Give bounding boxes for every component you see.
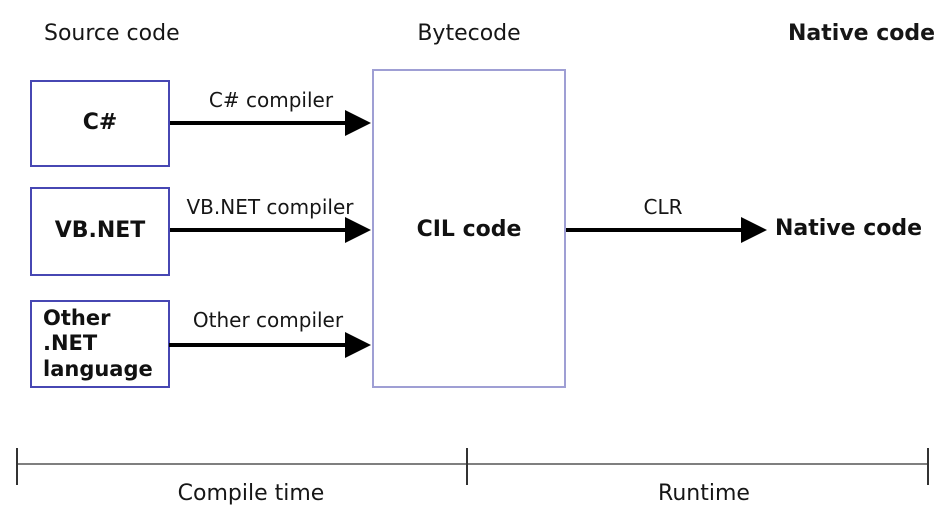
vbnet-compiler-arrow [170, 217, 371, 243]
vbnet-box-label: VB.NET [54, 218, 146, 244]
clr-label: CLR [643, 195, 683, 219]
csharp-compiler-label: C# compiler [208, 88, 334, 112]
other-compiler-arrow [169, 332, 371, 358]
vbnet-compiler-label: VB.NET compiler [186, 195, 354, 219]
compile-time-label: Compile time [177, 481, 325, 506]
arrowhead-icon [741, 217, 767, 243]
cil-code-box-label: CIL code [416, 217, 522, 242]
clr-arrow [566, 217, 767, 243]
csharp-compiler-arrow [170, 110, 371, 136]
native-code-header: Native code [788, 21, 936, 46]
timeline-tick-middle [466, 448, 468, 485]
csharp-box-label: C# [82, 110, 118, 136]
source-code-header: Source code [44, 21, 180, 46]
arrowhead-icon [345, 110, 371, 136]
csharp-box: C# [30, 80, 170, 167]
other-compiler-label: Other compiler [192, 308, 344, 332]
bytecode-header: Bytecode [417, 21, 521, 46]
arrow-shaft [170, 121, 348, 125]
cil-code-box: CIL code [372, 69, 566, 388]
timeline-tick-left [16, 448, 18, 485]
other-dotnet-language-box-label: Other .NET language [43, 305, 153, 381]
arrow-shaft [566, 228, 744, 232]
runtime-label: Runtime [658, 481, 750, 506]
vbnet-box: VB.NET [30, 187, 170, 276]
native-code-result-label: Native code [775, 216, 923, 241]
arrow-shaft [169, 343, 348, 347]
other-dotnet-language-box: Other .NET language [30, 300, 170, 388]
arrowhead-icon [345, 332, 371, 358]
timeline-line [16, 463, 929, 465]
arrow-shaft [170, 228, 348, 232]
arrowhead-icon [345, 217, 371, 243]
timeline-tick-right [927, 448, 929, 485]
